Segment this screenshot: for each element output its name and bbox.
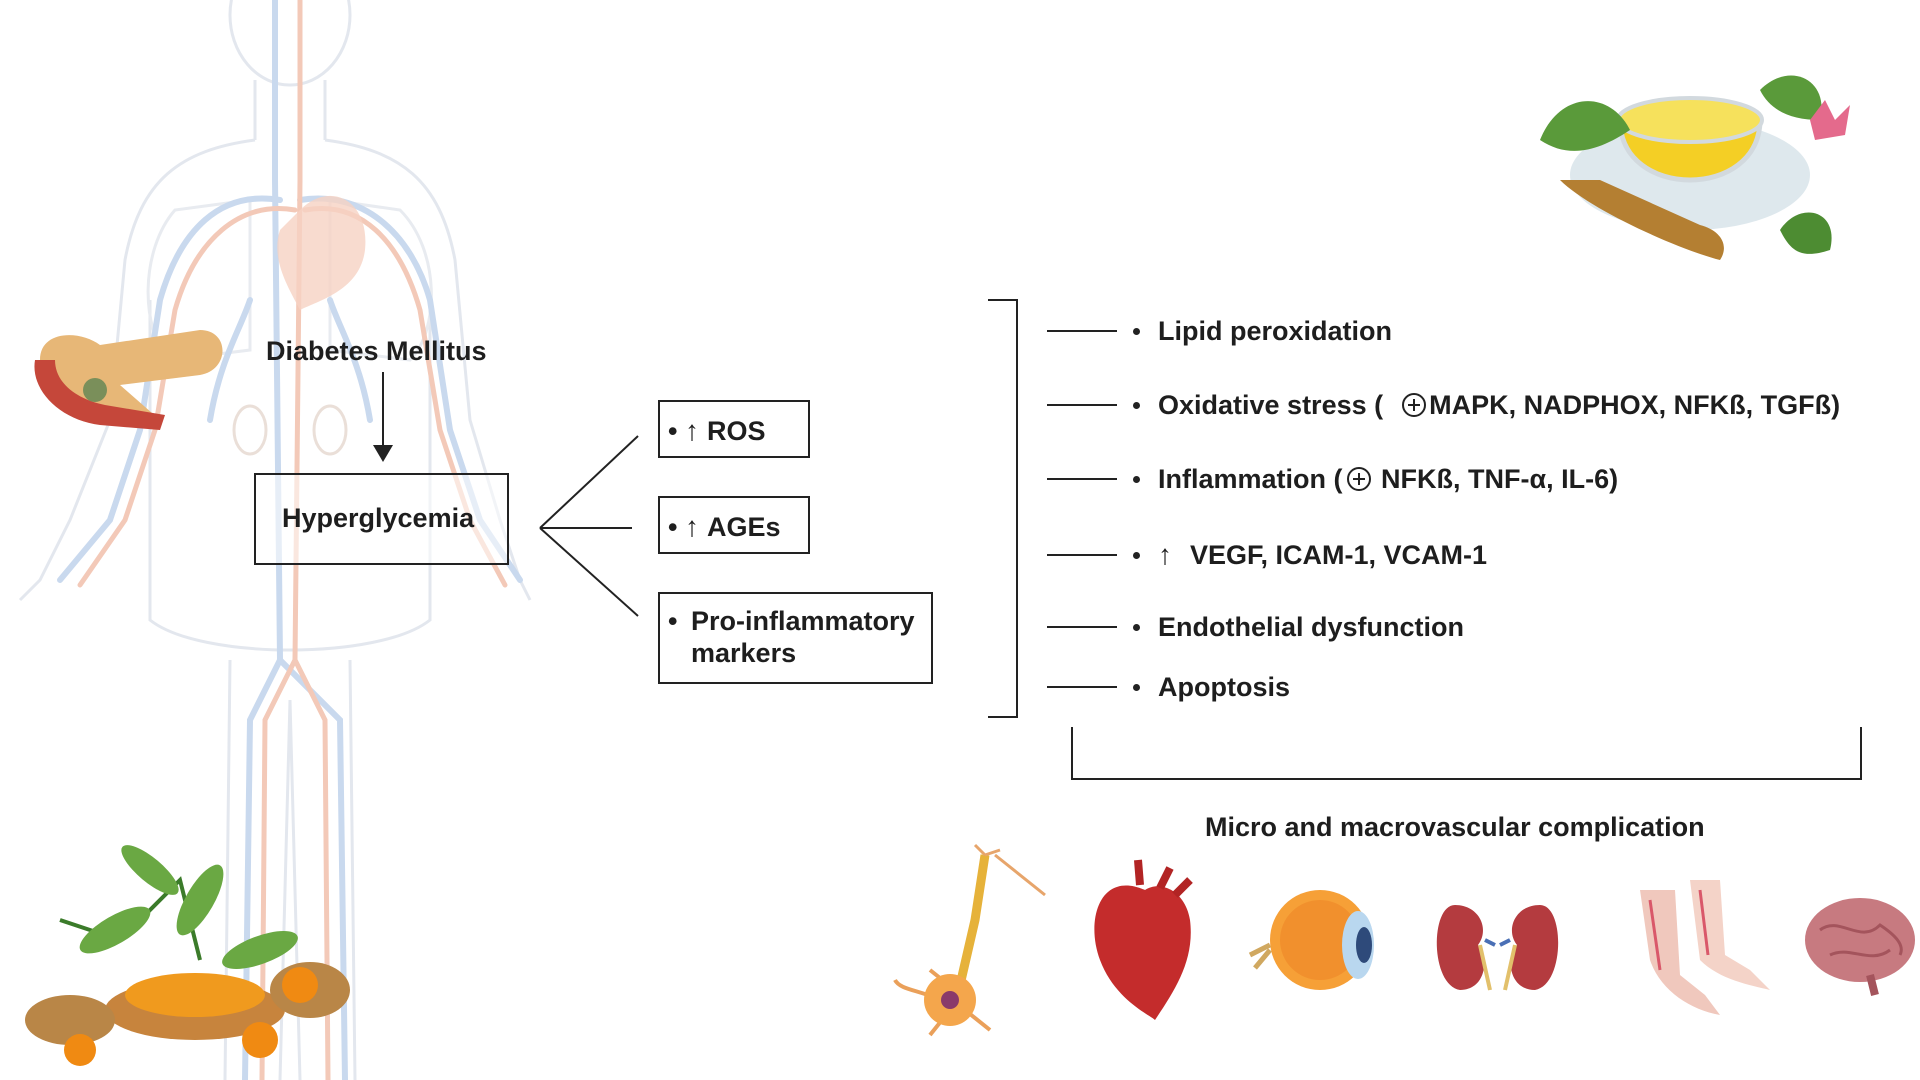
mediator-proinflammatory-bullet: • (668, 606, 678, 636)
mediator-ros: • ↑ROS (668, 415, 766, 446)
neuron-icon (893, 843, 1046, 1037)
activation-plus-icon (1346, 467, 1371, 491)
effect-apoptosis: Apoptosis (1047, 667, 1290, 707)
herbal-tea-icon (1540, 75, 1850, 260)
increase-arrow-icon: ↑ (1158, 539, 1172, 570)
disease-label: Diabetes Mellitus (266, 336, 487, 366)
effect-endothelial-dysfunction: Endothelial dysfunction (1047, 607, 1464, 647)
foot-icon (1640, 880, 1770, 1015)
hyperglycemia-label: Hyperglycemia (282, 503, 475, 533)
mediator-ages: • ↑AGEs (668, 511, 781, 542)
eye-icon (1248, 890, 1374, 990)
mediator-proinflammatory-line1: Pro-inflammatory (691, 606, 915, 636)
pancreas-icon (34, 330, 223, 430)
kidneys-icon (1436, 905, 1559, 991)
hyperglycemia-box: Hyperglycemia (254, 473, 509, 565)
effect-vegf-icam-vcam: ↑ VEGF, ICAM-1, VCAM-1 (1047, 535, 1487, 575)
activation-plus-icon (1402, 393, 1427, 417)
heart-organ-shape (277, 195, 366, 310)
increase-arrow-icon: ↑ (684, 415, 699, 446)
brain-icon (1805, 898, 1915, 996)
heart-icon (1094, 859, 1193, 1020)
effect-lipid-peroxidation: Lipid peroxidation (1047, 311, 1392, 351)
turmeric-neem-icon (25, 845, 350, 1066)
mediator-box-proinflammatory: • Pro-inflammatory markers (658, 592, 933, 684)
mediator-box-ages: • ↑AGEs (658, 496, 810, 554)
effect-oxidative-stress: Oxidative stress ( MAPK, NADPHOX, NFKß, … (1047, 385, 1840, 425)
outcome-label: Micro and macrovascular complication (1205, 812, 1705, 842)
mediator-box-ros: • ↑ROS (658, 400, 810, 458)
mediator-proinflammatory-line2: markers (691, 638, 797, 668)
effect-inflammation: Inflammation ( NFKß, TNF-α, IL-6) (1047, 459, 1618, 499)
increase-arrow-icon: ↑ (684, 511, 699, 542)
